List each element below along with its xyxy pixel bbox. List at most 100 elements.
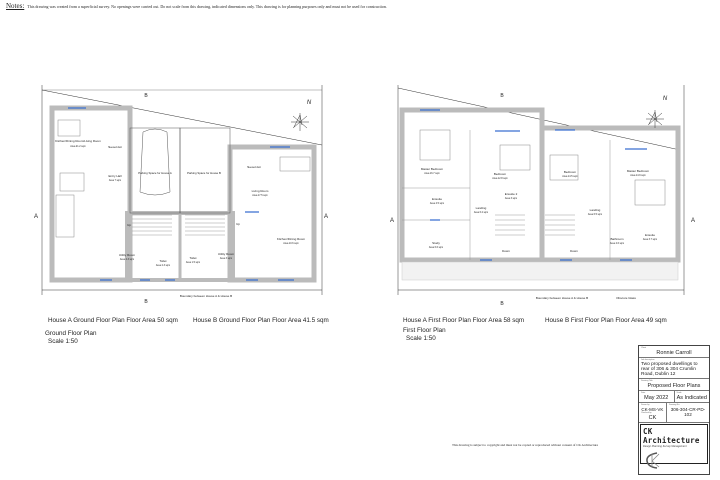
north-label: N — [663, 96, 668, 102]
room-area: Area 17.5 sqm — [252, 194, 268, 197]
house-a-ground-caption: House A Ground Floor Plan Floor Area 50 … — [48, 317, 178, 324]
notes-text: This drawing was created from a superfic… — [27, 4, 387, 9]
scale-label: Scale — [676, 392, 682, 394]
room-label: Bathroom — [610, 237, 624, 241]
boundary-label: Boundary between House A & House B — [180, 294, 232, 298]
room-label: Kitchen/Dining Room — [277, 237, 306, 241]
section-b-marker: B — [144, 93, 148, 99]
room-label: Master Bedroom — [421, 167, 444, 171]
room-label: Living Room — [252, 189, 269, 193]
copyright-note: This drawing is subject to copyright and… — [452, 443, 599, 447]
room-area: Area 6.5 sqm — [588, 213, 602, 216]
first-floor-labels: A A B B N Master Bedroom Area 16.7 sqm B… — [390, 93, 695, 307]
drawing-no-label: Drawing No. — [668, 404, 680, 406]
house-a-walls — [399, 107, 545, 263]
room-area: Area 1.5 sqm — [186, 261, 200, 264]
car-icon — [139, 128, 171, 196]
room-label: Landing — [476, 206, 487, 210]
ck-logo-icon — [646, 452, 660, 469]
checked-label: Checked by — [641, 412, 652, 414]
north-arrow-icon — [646, 110, 664, 128]
site-boundary-line — [41, 89, 323, 146]
scale-value: As Indicated — [676, 395, 707, 401]
ground-floor-scale: Scale 1:50 — [48, 338, 78, 345]
room-area: Area 14.5 sqm — [562, 175, 578, 178]
section-a-marker: A — [324, 214, 328, 220]
room-area: Area 3 sqm — [505, 197, 517, 200]
first-floor-scale: Scale 1:50 — [406, 335, 436, 342]
ground-floor-labels: A A B B N Kitchen/Dining Room/Living Roo… — [34, 93, 328, 305]
room-label: Parking Space for House B — [187, 171, 221, 175]
room-label: Bedroom — [494, 172, 507, 176]
room-area: Area 3.7 sqm — [643, 238, 657, 241]
company-brand: CK Architecture Design Planning Survey M… — [640, 424, 708, 469]
room-area: Area 16.7 sqm — [424, 172, 440, 175]
room-area: Area 12.8 sqm — [492, 177, 508, 180]
client-value: Ronnie Carroll — [656, 350, 692, 356]
room-area: Area 6.6 sqm — [429, 246, 443, 249]
job-label: Job description — [641, 359, 655, 361]
section-a-marker: A — [691, 218, 695, 224]
drawing-title-value: Proposed Floor Plans — [647, 383, 701, 389]
date-label: Date — [641, 392, 646, 394]
room-label: Utility Room — [119, 253, 136, 257]
room-area: Area 4.6 sqm — [610, 242, 624, 245]
room-label: Bedroom — [564, 170, 577, 174]
house-b-ground-caption: House B Ground Floor Plan Floor Area 41.… — [193, 317, 329, 324]
ground-floor-plan — [41, 85, 323, 295]
room-label: Ensuite — [432, 197, 442, 201]
section-a-marker: A — [390, 218, 394, 224]
boundary-label: Boundary between House A & House B — [536, 296, 588, 300]
section-b-marker: B — [500, 301, 504, 307]
room-note: Sleeved duct — [108, 146, 122, 149]
room-area: Area 10.6 sqm — [283, 242, 299, 245]
room-area: Area 4.3 sqm — [120, 258, 134, 261]
section-b-marker: B — [144, 299, 148, 305]
job-value: Two proposed dwellings to rear of 306 & … — [641, 362, 698, 377]
room-area: Area 14.9 sqm — [630, 174, 646, 177]
room-label: Utility Room — [218, 252, 235, 256]
date-value: May 2022 — [644, 395, 669, 401]
room-label: Ensuite 2 — [505, 192, 518, 196]
notes: Notes:This drawing was created from a su… — [6, 2, 387, 10]
room-area: Area 21.2 sqm — [70, 145, 86, 148]
site-boundary-line — [397, 87, 681, 151]
room-label: Ensuite — [645, 233, 655, 237]
obscure-glass-label: Obscure Glass — [616, 296, 636, 300]
room-label: Master Bedroom — [627, 169, 650, 173]
first-floor-plan — [397, 85, 685, 295]
room-label: Toilet — [159, 259, 166, 263]
drawn-label: Drawn by — [641, 404, 650, 406]
ground-floor-title: Ground Floor Plan — [45, 330, 97, 337]
stair-label: Down — [570, 249, 578, 253]
room-area: Area 4.5 sqm — [430, 202, 444, 205]
section-b-marker: B — [500, 93, 504, 99]
stair-label: Up — [236, 222, 240, 226]
drawn-value: CK-MS-VK — [641, 407, 664, 412]
room-label: Entry Hall — [108, 174, 121, 178]
room-label: Study — [432, 241, 440, 245]
room-area: Area 2.3 sqm — [156, 264, 170, 267]
drawing-title-label: Drawing Title — [641, 380, 653, 382]
section-a-marker: A — [34, 214, 38, 220]
drawing-no-value: 306-304-CR-PD-102 — [670, 407, 706, 417]
house-b-first-caption: House B First Floor Plan Floor Area 49 s… — [545, 317, 667, 324]
room-area: Area 7 sqm — [109, 179, 121, 182]
room-label: Kitchen/Dining Room/Living Room — [55, 139, 101, 143]
house-b-walls — [227, 144, 317, 283]
north-arrow-icon — [291, 113, 309, 131]
first-floor-title: First Floor Plan — [403, 327, 446, 334]
room-label: Parking Space for House A — [138, 171, 172, 175]
room-area: Area 3 sqm — [220, 257, 232, 260]
room-area: Area 6.2 sqm — [474, 211, 488, 214]
north-label: N — [307, 100, 312, 106]
company-tagline: Design Planning Survey Management — [643, 445, 687, 448]
room-label: Landing — [590, 208, 601, 212]
checked-value: CK — [648, 415, 657, 421]
client-label: Client — [641, 347, 647, 349]
stair-label: Up — [127, 223, 131, 227]
notes-heading: Notes: — [6, 2, 25, 10]
stair-label: Down — [502, 249, 510, 253]
